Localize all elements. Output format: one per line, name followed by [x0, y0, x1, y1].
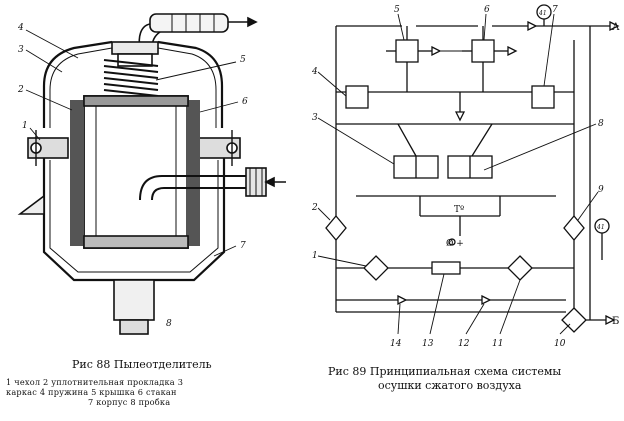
fig89-scheme-drawing: [317, 4, 620, 335]
fig89-label-1: 1: [312, 251, 318, 261]
fig88-cover-dome: [42, 40, 224, 128]
fig89-labels: 5 6 7 4 3 8 2 9 1 14 13 12 11 10 41 41 А…: [311, 5, 620, 349]
fig89-thermo-label: Тº: [454, 205, 464, 215]
fig89-label-11: 11: [492, 339, 503, 349]
fig89-gauge-a-label: 41: [538, 10, 547, 17]
fig88-caption-title: Рис 88 Пылеотделитель: [72, 358, 212, 371]
fig88-label-4: 4: [17, 23, 24, 33]
fig88-drain-plug: [113, 279, 155, 321]
fig88-spring: [103, 59, 159, 97]
fig89-label-5: 5: [394, 5, 400, 15]
fig88-label-8: 8: [166, 319, 172, 329]
fig89-label-13: 13: [422, 339, 434, 349]
fig88-dust-separator-drawing: [17, 13, 286, 335]
fig88-label-2: 2: [17, 85, 24, 95]
fig89-label-10: 10: [554, 339, 566, 349]
fig88-label-7: 7: [240, 241, 246, 251]
fig89-label-8: 8: [598, 119, 604, 129]
fig88-caption-legend: 1 чехол 2 уплотнительная прокладка 3 кар…: [6, 377, 183, 408]
fig89-filter-9: [563, 214, 585, 242]
fig89-label-14: 14: [390, 339, 402, 349]
fig89-valve-6: [471, 39, 495, 63]
fig89-outlet-b: Б: [612, 316, 619, 327]
fig89-label-7: 7: [552, 5, 558, 15]
fig89-exchanger-1: [363, 255, 389, 281]
fig88-label-3: 3: [18, 45, 24, 55]
fig88-outlet-pipe: [149, 13, 229, 33]
fig89-label-12: 12: [458, 339, 470, 349]
fig89-flow-sensor-13: [431, 261, 461, 275]
fig88-legend-line: каркас 4 пружина 5 крышка 6 стакан: [6, 387, 177, 398]
fig89-gauge-b-label: 41: [596, 224, 605, 231]
fig89-valve-4: [345, 85, 369, 109]
fig89-exchanger-11: [507, 255, 533, 281]
fig89-power-label: Ø +: [446, 238, 464, 249]
fig89-label-6: 6: [484, 5, 490, 15]
fig89-valve-5: [395, 39, 419, 63]
fig89-caption-title-1: Рис 89 Принципиальная схема системы: [328, 365, 562, 378]
fig89-label-9: 9: [598, 185, 604, 195]
fig88-legend-line: 7 корпус 8 пробка: [88, 397, 171, 408]
fig88-legend-line: 1 чехол 2 уплотнительная прокладка 3: [6, 377, 184, 387]
fig89-filter-2: [325, 214, 347, 242]
fig88-label-6: 6: [242, 97, 248, 107]
fig89-label-4: 4: [311, 67, 318, 77]
fig88-labels: 4 3 2 1 5 6 7 8: [17, 23, 248, 329]
fig88-label-5: 5: [240, 55, 246, 65]
fig88-label-1: 1: [22, 121, 28, 131]
fig89-valve-7: [531, 85, 555, 109]
fig88-top-nut: [111, 41, 159, 55]
fig88-cartridge: [83, 95, 189, 249]
fig89-outlet-a: А: [612, 22, 620, 33]
fig89-label-2: 2: [311, 203, 318, 213]
fig89-caption-title-2: осушки сжатого воздуха: [378, 379, 522, 392]
fig89-label-3: 3: [312, 113, 318, 123]
